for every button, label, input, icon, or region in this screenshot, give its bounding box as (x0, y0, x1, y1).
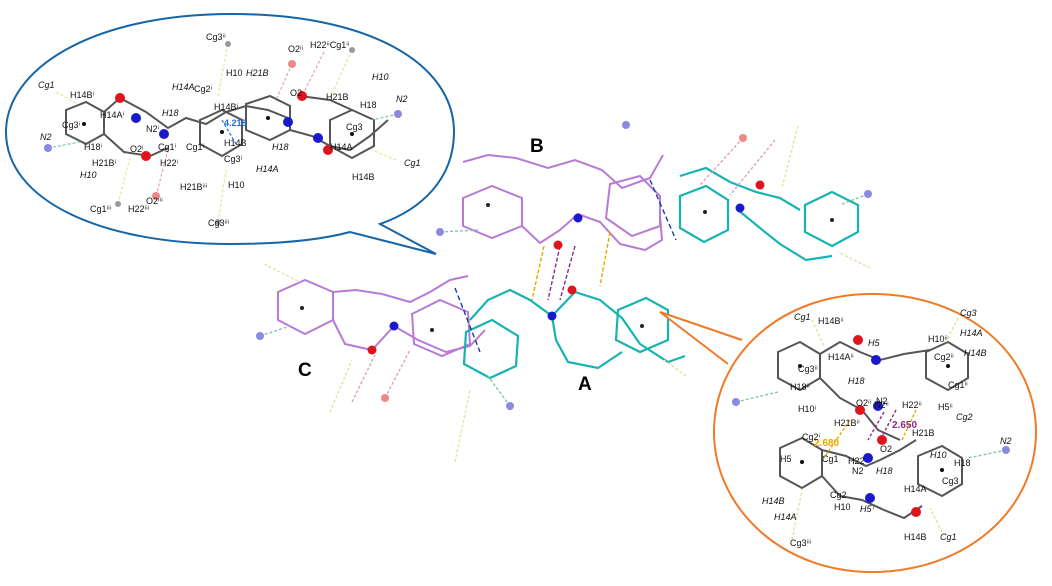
atom-label: O2 (880, 444, 892, 454)
central-atoms (256, 121, 872, 410)
atom-label: H14B (762, 496, 785, 506)
atom-label: H5 (780, 454, 792, 464)
atom-label: H14B (224, 138, 247, 148)
atom-label: H10 (930, 450, 947, 460)
molecule-b (462, 153, 664, 252)
atom-label: H10 (226, 68, 243, 78)
atom-label: N2 (876, 396, 888, 406)
atom-label: Cg1 (822, 454, 839, 464)
molecule-label-c: C (298, 360, 312, 381)
molecule-label-a: A (578, 374, 592, 395)
atom-label: H5 (868, 338, 880, 348)
atom-label: O2ⁱⁱⁱ (146, 196, 163, 206)
atom-label: H10ⁱ (798, 404, 817, 414)
atom-label: Cg2ⁱⁱ (934, 352, 954, 362)
atom-label: Cg1 (794, 312, 811, 322)
atom-label: O2ⁱ (130, 144, 144, 154)
atom-label: H5ⁱⁱ (938, 402, 953, 412)
atom-label: H22ⁱⁱⁱ (128, 204, 150, 214)
atom-label: H21B (326, 92, 349, 102)
atom-label: H10 (372, 72, 389, 82)
atom-label: H18 (876, 466, 893, 476)
atom-label: H22 (848, 456, 865, 466)
atom-label: Cg1 (404, 158, 421, 168)
atom-label: H18ⁱ (84, 142, 103, 152)
atom-label: H21B (912, 428, 935, 438)
atom-label: Cg1ⁱⁱⁱ (90, 204, 112, 214)
atom-label: Cg3ⁱⁱ (206, 32, 226, 42)
atom-label: N2 (1000, 436, 1012, 446)
molecule-c (277, 275, 486, 358)
atom-label: Cg1ⁱ (158, 142, 177, 152)
atom-label: N2 (40, 132, 52, 142)
atom-label: H14A (904, 484, 927, 494)
atom-label: H14A (330, 142, 353, 152)
atom-label: Cg3 (346, 122, 363, 132)
atom-label: H14B (964, 348, 987, 358)
atom-label: H14A (172, 82, 195, 92)
atom-label: Cg1 (940, 532, 957, 542)
atom-label: H22ⁱⁱCg1ⁱⁱ (310, 40, 350, 50)
atom-label: Cg1 (38, 80, 55, 90)
atom-label: H14Aⁱⁱ (828, 352, 854, 362)
atom-label: Cg1ⁱⁱ (948, 380, 968, 390)
atom-label: H14A (256, 164, 279, 174)
atom-label: N2 (852, 466, 864, 476)
atom-label: Cg3ⁱⁱⁱ (208, 218, 230, 228)
atom-label: O2ⁱⁱ (856, 398, 872, 408)
atom-label: H10ⁱⁱ (928, 334, 948, 344)
atom-label: H10 (228, 180, 245, 190)
atom-label: H21Bⁱⁱ (834, 418, 860, 428)
atom-label: Cg1ⁱ (186, 142, 205, 152)
atom-label: H21B (246, 68, 269, 78)
atom-label: H21Bⁱ (92, 158, 117, 168)
atom-label: N2 (396, 94, 408, 104)
right-distance-label-1: 2.650 (892, 420, 917, 431)
atom-label: H22ⁱⁱ (902, 400, 922, 410)
atom-label: Cg3 (960, 308, 977, 318)
atom-label: H18 (954, 458, 971, 468)
atom-label: H18ⁱⁱ (790, 382, 810, 392)
atom-label: H14A (774, 512, 797, 522)
contact-lines (259, 125, 871, 463)
atom-label: H5ⁱ (860, 504, 875, 514)
atom-label: H14Aⁱ (100, 110, 125, 120)
atom-label: Cg3ⁱⁱⁱ (790, 538, 812, 548)
atom-label: N2ⁱⁱ (874, 400, 889, 410)
atom-label: H10 (80, 170, 97, 180)
atom-label: H14B (904, 532, 927, 542)
atom-label: H18 (360, 100, 377, 110)
atom-label: H21Bⁱⁱⁱ (180, 182, 208, 192)
atom-label: O2 (290, 88, 302, 98)
atom-label: H22ⁱ (160, 158, 179, 168)
atom-label: H14Bⁱ (214, 102, 239, 112)
atom-label: Cg2 (956, 412, 973, 422)
atom-label: H14Bⁱ (70, 90, 95, 100)
right-distance-label-2: 2.680 (814, 438, 839, 449)
atom-label: Cg3 (942, 476, 959, 486)
central-structure: B C A (256, 121, 872, 463)
atom-label: H18 (162, 108, 179, 118)
atom-label: Cg3ⁱ (62, 120, 81, 130)
atom-label: Cg3ⁱ (224, 154, 243, 164)
molecule-label-b: B (530, 136, 544, 157)
atom-label: H18 (272, 142, 289, 152)
atom-label: Cg2ⁱ (194, 84, 213, 94)
atom-label: H14Bⁱⁱ (818, 316, 844, 326)
atom-label: H14A (960, 328, 983, 338)
atom-label: Cg3ⁱⁱ (798, 364, 818, 374)
atom-label: H14B (352, 172, 375, 182)
atom-label: Cg2 (830, 490, 847, 500)
atom-label: H18 (848, 376, 865, 386)
atom-label: Cg2ⁱ (802, 432, 821, 442)
atom-label: N2ⁱ (146, 124, 160, 134)
atom-label: O2ⁱⁱ (288, 44, 304, 54)
left-distance-label: 4.218 (224, 118, 247, 128)
atom-label: H10 (834, 502, 851, 512)
